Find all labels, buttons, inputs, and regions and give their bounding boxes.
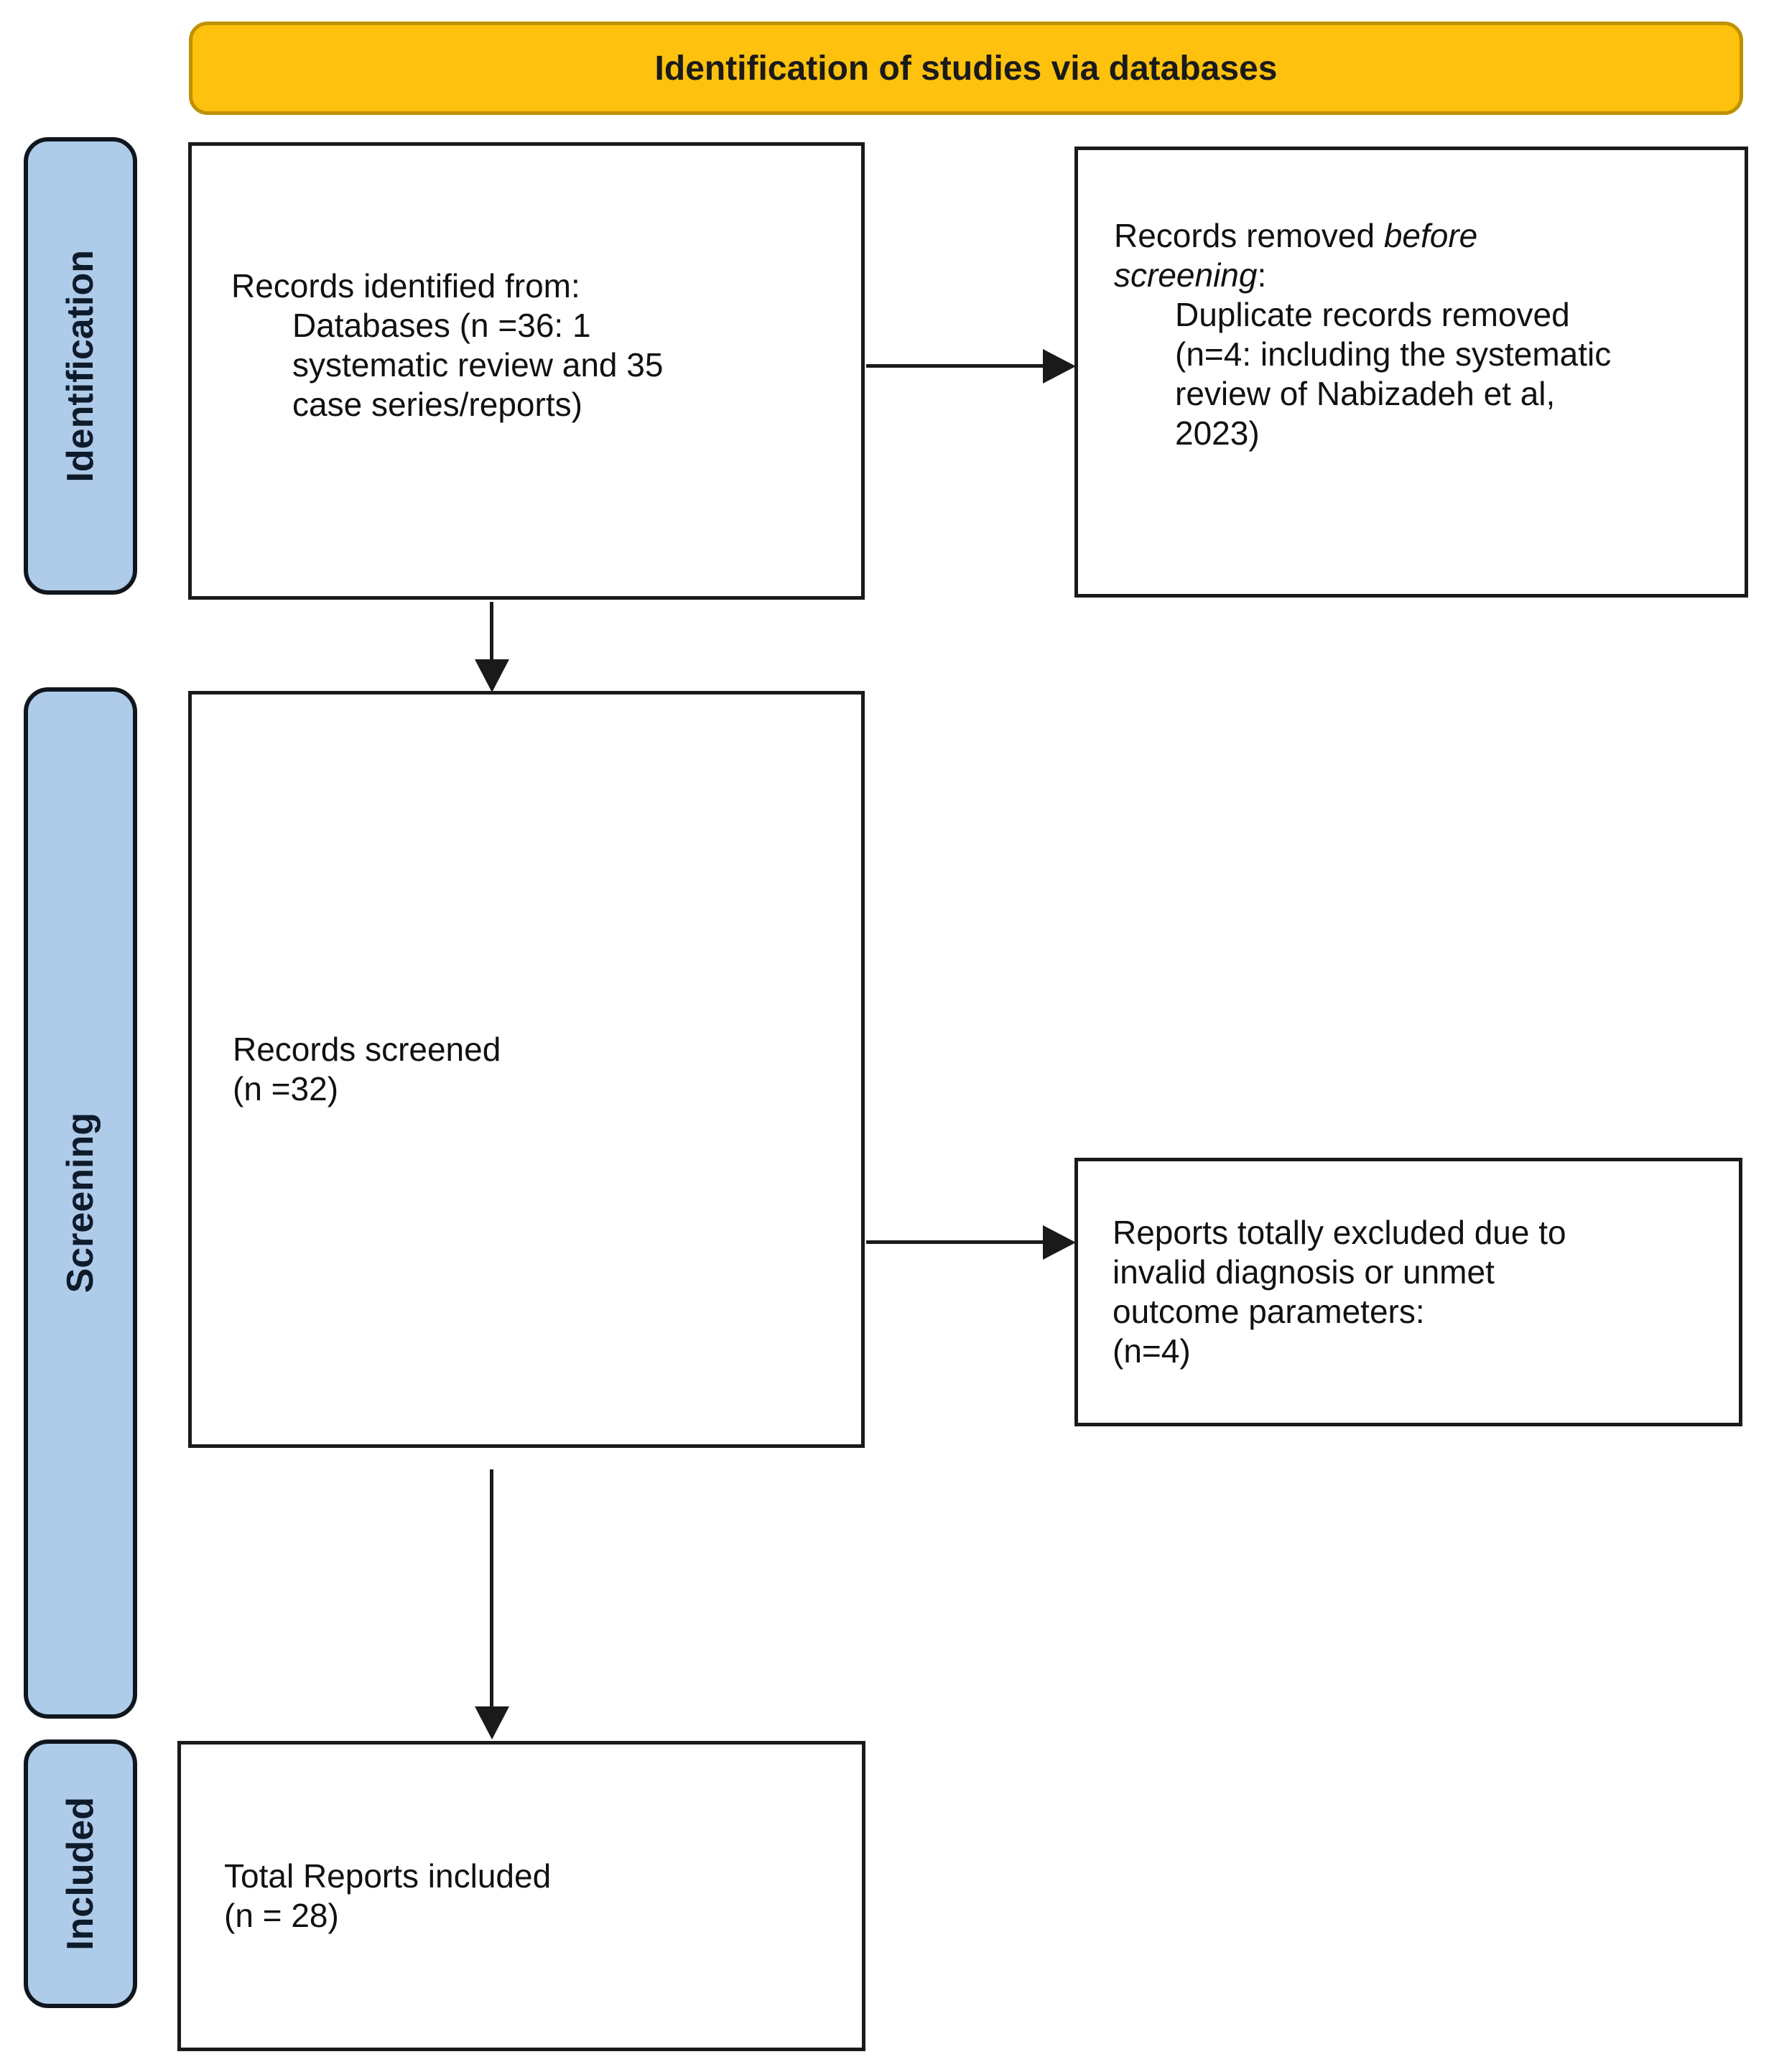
box-records-removed-text: Records removed before screening: Duplic… xyxy=(1078,150,1745,453)
text-line: 2023) xyxy=(1175,414,1260,452)
arrow-screened-to-included-line xyxy=(490,1469,493,1709)
stage-label-screening: Screening xyxy=(24,687,137,1719)
text-line: (n =32) xyxy=(233,1070,339,1107)
stage-label-screening-text: Screening xyxy=(60,1112,101,1293)
box-records-screened-text: Records screened (n =32) xyxy=(192,1030,861,1109)
box-reports-excluded-text: Reports totally excluded due to invalid … xyxy=(1078,1213,1739,1371)
box-records-removed: Records removed before screening: Duplic… xyxy=(1074,147,1748,598)
text-line: case series/reports) xyxy=(292,386,582,423)
text-segment: Records removed xyxy=(1114,217,1384,254)
arrow-right-icon xyxy=(1043,1225,1076,1260)
text-line: Reports totally excluded due to xyxy=(1113,1214,1566,1251)
arrow-down-icon xyxy=(475,659,509,692)
arrow-identified-to-removed-line xyxy=(866,364,1046,368)
text-line: outcome parameters: xyxy=(1113,1293,1425,1330)
text-line: (n=4) xyxy=(1113,1332,1191,1370)
box-total-reports-included: Total Reports included (n = 28) xyxy=(177,1741,865,2051)
text-line: invalid diagnosis or unmet xyxy=(1113,1253,1495,1291)
text-line: review of Nabizadeh et al, xyxy=(1175,375,1556,412)
text-line: Records removed before xyxy=(1114,216,1727,256)
text-line: systematic review and 35 xyxy=(292,346,664,384)
box-records-identified: Records identified from: Databases (n =3… xyxy=(188,142,865,600)
text-line: screening: xyxy=(1114,256,1727,295)
arrow-identified-to-screened-line xyxy=(490,602,493,664)
banner-label: Identification of studies via databases xyxy=(654,49,1278,88)
text-segment: : xyxy=(1257,256,1267,294)
box-reports-excluded: Reports totally excluded due to invalid … xyxy=(1074,1158,1742,1426)
text-segment-italic: before xyxy=(1383,217,1478,254)
text-line: Duplicate records removed xyxy=(1175,296,1570,333)
stage-label-included-text: Included xyxy=(60,1797,101,1951)
text-segment-italic: screening xyxy=(1114,256,1258,294)
text-line: Records screened xyxy=(233,1031,501,1068)
box-records-identified-text: Records identified from: Databases (n =3… xyxy=(192,146,861,424)
text-line: Records identified from: xyxy=(231,267,580,305)
box-total-reports-included-text: Total Reports included (n = 28) xyxy=(181,1857,862,1936)
text-line: (n = 28) xyxy=(224,1897,339,1934)
stage-label-identification-text: Identification xyxy=(60,249,101,483)
arrow-right-icon xyxy=(1043,349,1076,384)
text-line: Total Reports included xyxy=(224,1857,552,1895)
box-records-screened: Records screened (n =32) xyxy=(188,691,865,1448)
text-line: Databases (n =36: 1 xyxy=(292,307,591,344)
text-line: (n=4: including the systematic xyxy=(1175,335,1612,373)
arrow-screened-to-excluded-line xyxy=(866,1240,1046,1244)
arrow-down-icon xyxy=(475,1706,509,1739)
banner-identification-of-studies: Identification of studies via databases xyxy=(189,22,1743,115)
stage-label-identification: Identification xyxy=(24,137,137,595)
stage-label-included: Included xyxy=(24,1739,137,2008)
